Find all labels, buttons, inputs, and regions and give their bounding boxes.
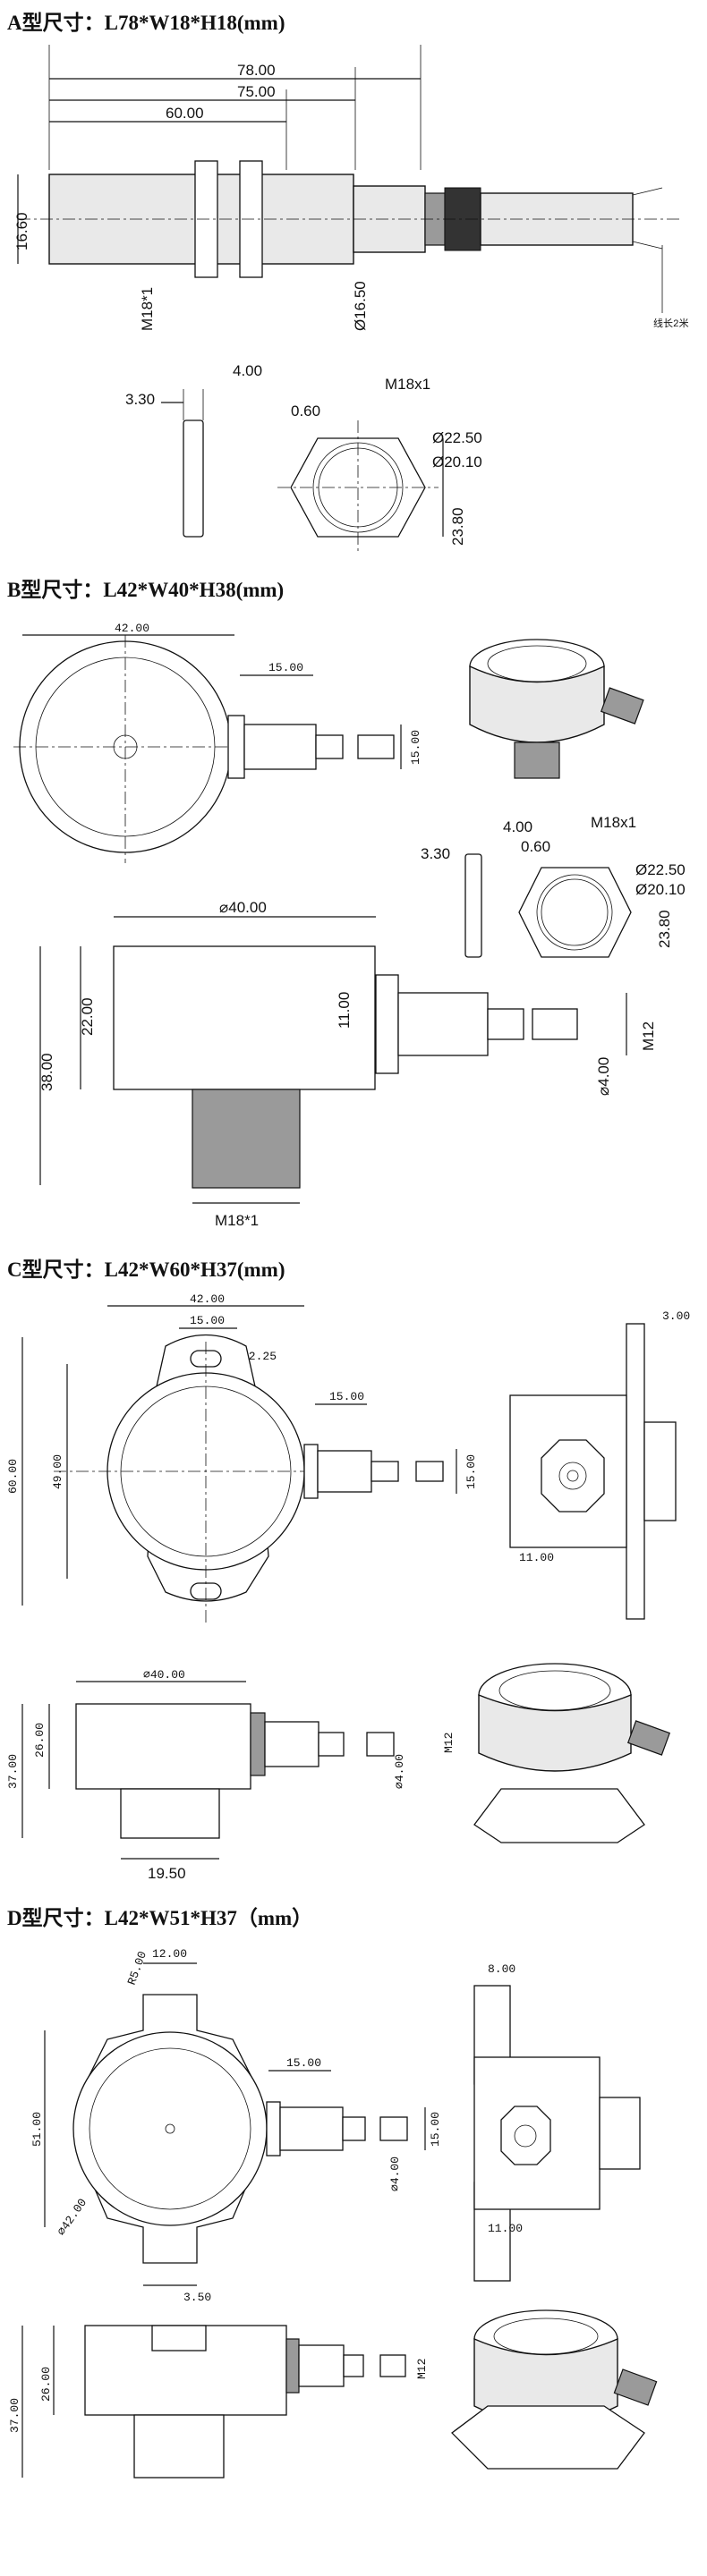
- dim-b-d40: ⌀40.00: [219, 899, 267, 916]
- dim-a-78: 78.00: [237, 62, 276, 79]
- dim-c-15: 15.00: [190, 1314, 225, 1327]
- dim-d-d42: ⌀42.00: [55, 2196, 89, 2238]
- dim-a-3-30: 3.30: [125, 391, 155, 408]
- dim-a-16-60: 16.60: [13, 212, 30, 250]
- dim-a-m18x1: M18x1: [385, 376, 430, 393]
- dim-d-11: 11.00: [488, 2222, 523, 2235]
- hex-d-front: [500, 2106, 551, 2165]
- dim-d-26: 26.00: [39, 2367, 53, 2402]
- dim-d-15: 15.00: [286, 2056, 321, 2070]
- dim-b-0-60: 0.60: [521, 838, 550, 855]
- dim-b-3-30: 3.30: [421, 845, 450, 862]
- section-a-title: A型尺寸：L78*W18*H18(mm): [7, 12, 285, 34]
- dim-c-3: 3.00: [662, 1309, 690, 1323]
- dim-b-m18x1: M18x1: [591, 814, 636, 831]
- dim-b-4: 4.00: [503, 818, 532, 835]
- cable-length-label: 线长2米: [653, 317, 689, 330]
- dim-d-8: 8.00: [488, 1962, 515, 1976]
- dim-b-42: 42.00: [115, 622, 149, 635]
- washer-a: [183, 419, 204, 538]
- dim-c-d4: ⌀4.00: [393, 1754, 406, 1789]
- dim-d-d4: ⌀4.00: [388, 2157, 402, 2191]
- dim-c-19-5: 19.50: [148, 1865, 186, 1882]
- dim-c-11: 11.00: [519, 1551, 554, 1564]
- dim-b-15-h: 15.00: [409, 730, 422, 765]
- dim-c-d40: ⌀40.00: [143, 1668, 185, 1682]
- gland-b-side: [397, 992, 489, 1056]
- dim-c-15b: 15.00: [329, 1390, 364, 1403]
- dim-b-m18: M18*1: [215, 1212, 259, 1229]
- dim-c-49: 49.00: [51, 1454, 64, 1489]
- gland-b-top: [243, 724, 317, 770]
- dim-b-11: 11.00: [336, 992, 353, 1029]
- dim-b-d20-10: Ø20.10: [635, 881, 686, 898]
- dim-b-38: 38.00: [38, 1053, 55, 1091]
- section-d-drawing: 12.00 R5.00 51.00 ⌀42.00 15.00 15.00 ⌀4.…: [8, 1947, 658, 2479]
- dim-a-d16-50: Ø16.50: [352, 281, 369, 331]
- dim-a-4: 4.00: [233, 362, 262, 379]
- section-c-title: C型尺寸：L42*W60*H37(mm): [7, 1258, 285, 1281]
- dim-a-75: 75.00: [237, 83, 276, 100]
- dim-d-51: 51.00: [30, 2112, 44, 2147]
- dim-c-r225: R2.25: [242, 1350, 277, 1363]
- section-d-title: D型尺寸：L42*W51*H37（mm）: [7, 1907, 313, 1929]
- dim-a-m18: M18*1: [139, 287, 156, 331]
- dim-c-60: 60.00: [6, 1459, 20, 1494]
- gland-d-top: [279, 2106, 344, 2151]
- dim-c-m12: M12: [442, 1733, 456, 1753]
- hex-nut-b: [518, 867, 632, 958]
- dim-b-m12: M12: [640, 1021, 657, 1051]
- dim-a-d22-50: Ø22.50: [432, 429, 482, 446]
- section-a-drawing: 78.00 75.00 60.00 16.60 M18*1 Ø16.50 线长2…: [13, 45, 689, 555]
- base-d-side: [133, 2414, 225, 2479]
- hex-c-front: [541, 1439, 605, 1513]
- dim-b-d22-50: Ø22.50: [635, 861, 686, 878]
- dim-c-26: 26.00: [33, 1723, 47, 1758]
- dim-b-d4: ⌀4.00: [595, 1057, 612, 1096]
- gland-c-side: [264, 1721, 319, 1767]
- dim-c-37: 37.00: [6, 1754, 20, 1789]
- dim-a-0-60: 0.60: [291, 402, 320, 419]
- gland-d-side: [298, 2344, 345, 2387]
- dim-b-15-w: 15.00: [268, 661, 303, 674]
- dim-d-3-5: 3.50: [183, 2291, 211, 2304]
- base-c-side: [120, 1788, 220, 1839]
- section-c-drawing: 42.00 15.00 R2.25 15.00 60.00 49.00 15.0…: [6, 1292, 690, 1882]
- washer-b: [464, 853, 482, 958]
- dim-b-23-80: 23.80: [656, 910, 673, 948]
- section-b-title: B型尺寸：L42*W40*H38(mm): [7, 579, 285, 601]
- dim-a-d20-10: Ø20.10: [432, 453, 482, 470]
- dim-d-15h: 15.00: [429, 2112, 442, 2147]
- dim-d-12: 12.00: [152, 1947, 187, 1961]
- dim-d-37: 37.00: [8, 2398, 21, 2433]
- dim-d-r: R5.00: [125, 1950, 149, 1987]
- sensor-d-top: [72, 2031, 268, 2226]
- sensor-c-side: [75, 1703, 251, 1790]
- dim-c-42: 42.00: [190, 1292, 225, 1306]
- dim-d-m12: M12: [415, 2359, 429, 2379]
- dim-a-23-80: 23.80: [449, 507, 466, 546]
- flange-c-side: [626, 1323, 645, 1620]
- dim-b-22: 22.00: [79, 997, 96, 1036]
- dim-a-60: 60.00: [166, 105, 204, 122]
- dim-c-15h: 15.00: [464, 1454, 478, 1489]
- thread-b: [192, 1089, 301, 1189]
- gland-c-top: [317, 1450, 372, 1493]
- section-b-drawing: 42.00 15.00 15.00 4.00 3.30 0.60 M18x1 Ø…: [13, 622, 686, 1229]
